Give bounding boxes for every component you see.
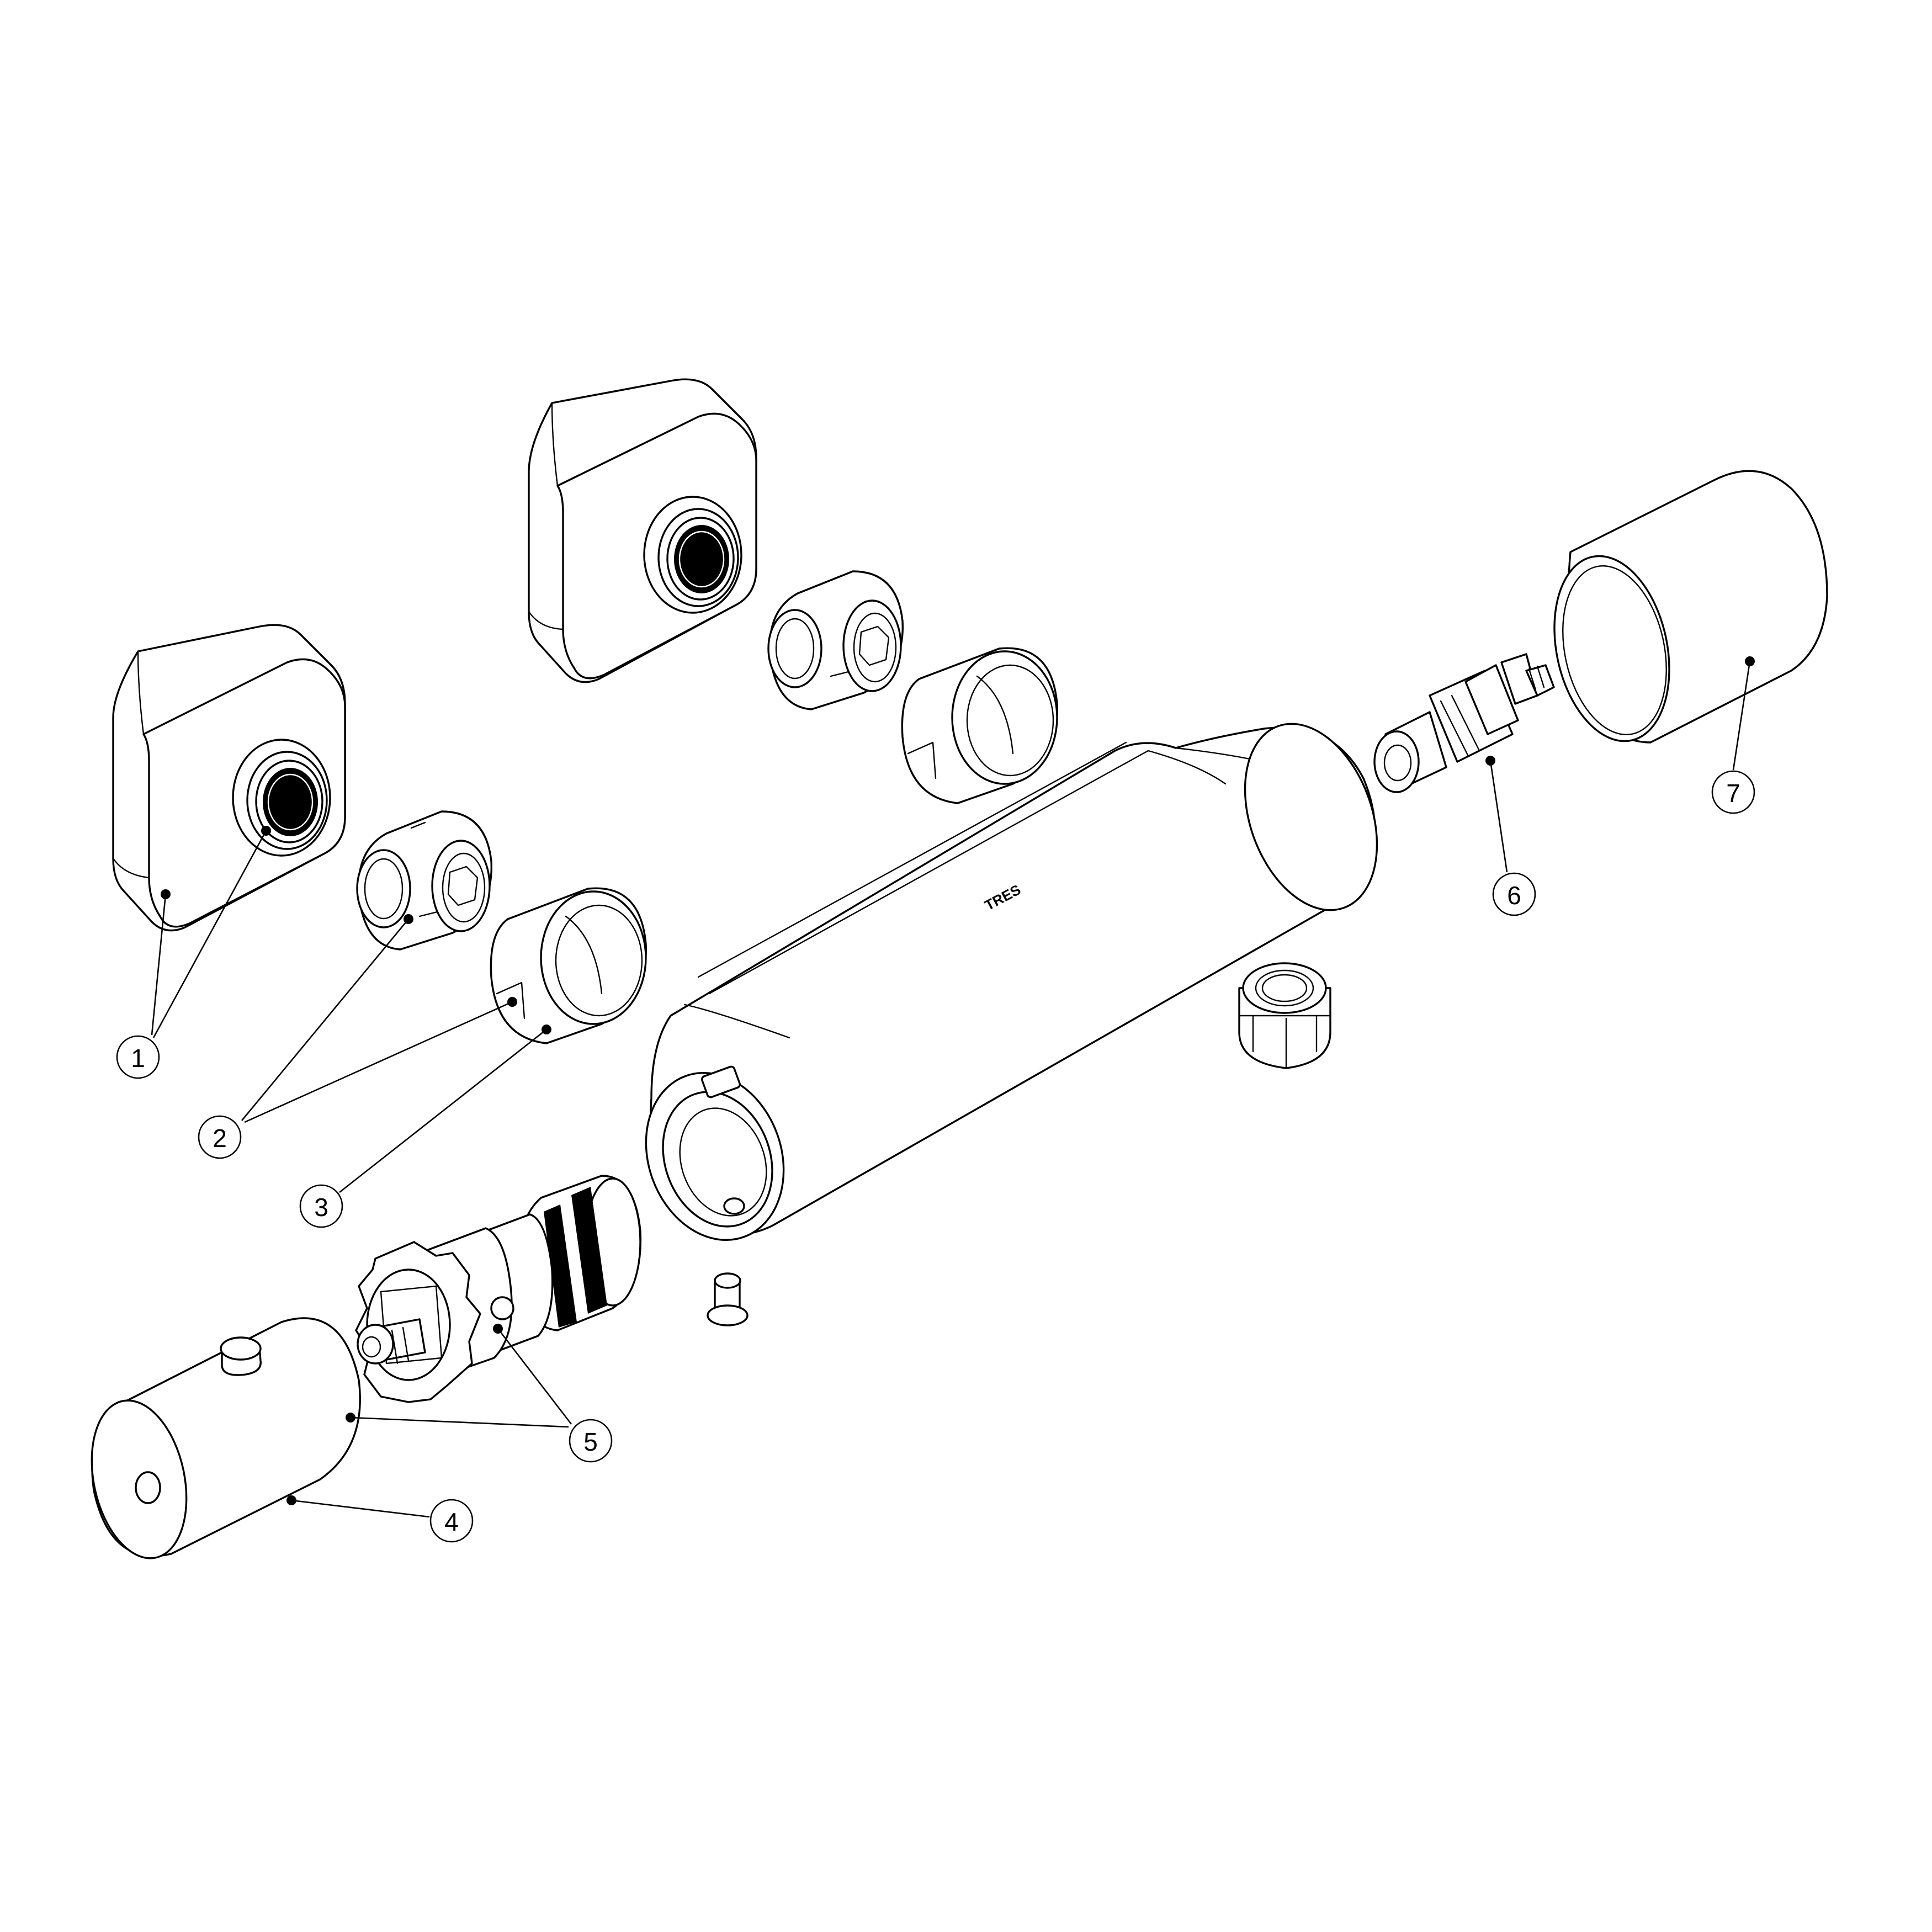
- callout-label-2: 2: [213, 1124, 227, 1153]
- callout-leaders: [151, 656, 1755, 1518]
- diverter-cartridge: [1373, 653, 1555, 793]
- callout-label-6: 6: [1507, 881, 1521, 910]
- callout-label-1: 1: [131, 1044, 145, 1073]
- callout-label-5: 5: [583, 1427, 598, 1456]
- knob-cap-right: [1553, 470, 1828, 744]
- eccentric-connector-left: [356, 810, 492, 951]
- callout-3: 3: [299, 1184, 343, 1228]
- stop-screw: [707, 1272, 749, 1326]
- callout-label-3: 3: [314, 1193, 328, 1222]
- callout-2: 2: [198, 1115, 242, 1159]
- cover-cap-left: [490, 887, 647, 1044]
- escutcheon-left: [112, 624, 346, 932]
- thermostatic-cartridge: [355, 1175, 642, 1403]
- callout-1: 1: [116, 1035, 160, 1079]
- thermostat-body: TRES: [645, 723, 1378, 1241]
- callout-label-4: 4: [444, 1508, 459, 1536]
- callout-label-7: 7: [1726, 779, 1740, 808]
- callout-6: 6: [1492, 872, 1536, 916]
- eccentric-connector-middle: [767, 570, 904, 710]
- outlet-nut: [1238, 962, 1331, 1069]
- callout-5: 5: [569, 1419, 613, 1463]
- callout-7: 7: [1711, 770, 1755, 814]
- escutcheon-right: [528, 378, 757, 683]
- temperature-handle: [91, 1317, 361, 1559]
- callout-4: 4: [429, 1499, 474, 1543]
- cover-cap-middle: [901, 647, 1058, 804]
